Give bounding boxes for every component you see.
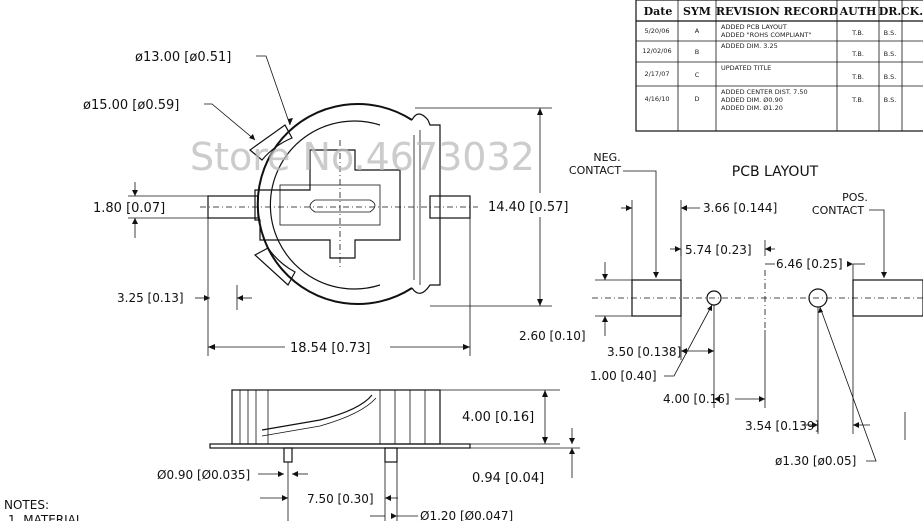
notes-heading: NOTES:	[4, 498, 49, 512]
table-row-d-sym: D	[694, 95, 699, 103]
side-view: 4.00 [0.16] 0.94 [0.04] Ø0.90 [Ø0.035] 7…	[157, 389, 580, 521]
neg-contact-label-1: NEG.	[593, 151, 620, 164]
table-row-d-record-1: ADDED CENTER DIST. 7.50	[721, 88, 808, 96]
table-row-d-record-3: ADDED DIM. Ø1.20	[721, 104, 783, 112]
table-row-c-dr: B.S.	[884, 73, 897, 81]
dim-pcb-5-74: 5.74 [0.23]	[685, 243, 752, 257]
dim-pcb-3-50: 3.50 [0.138]	[607, 345, 681, 359]
table-row-b-date: 12/02/06	[642, 47, 671, 55]
pos-contact-label-1: POS.	[842, 191, 868, 204]
dim-pcb-6-46: 6.46 [0.25]	[776, 257, 843, 271]
table-header-sym: SYM	[683, 5, 711, 18]
dim-3-25: 3.25 [0.13]	[117, 291, 184, 305]
dim-18-54: 18.54 [0.73]	[290, 341, 370, 356]
table-row-d-auth: T.B.	[851, 96, 864, 104]
neg-contact-label-2: CONTACT	[569, 164, 621, 177]
table-row-c-auth: T.B.	[851, 73, 864, 81]
side-pin-left	[283, 447, 293, 463]
table-header-record: REVISION RECORD	[716, 5, 839, 18]
table-row-b-dr: B.S.	[884, 50, 897, 58]
table-row-a-record-2: ADDED "ROHS COMPLIANT"	[721, 31, 811, 39]
pos-contact-label-2: CONTACT	[812, 204, 864, 217]
holder-right-clip	[411, 113, 441, 294]
store-watermark: Store No.4673032	[190, 135, 535, 179]
dim-1-80: 1.80 [0.07]	[93, 201, 165, 216]
table-row-c-sym: C	[695, 71, 700, 79]
holder-outer-outline	[256, 103, 413, 305]
dim-side-4-00: 4.00 [0.16]	[462, 410, 534, 425]
dim-pcb-1-30: ø1.30 [ø0.05]	[775, 454, 856, 468]
bottom-slot	[253, 247, 296, 286]
side-pin-right	[384, 447, 398, 463]
table-row-a-sym: A	[695, 27, 700, 35]
table-header-ck: CK.	[901, 5, 923, 18]
dim-side-1-20: Ø1.20 [Ø0.047]	[420, 509, 513, 521]
center-contact	[254, 149, 401, 259]
pcb-layout-title: PCB LAYOUT	[732, 164, 819, 180]
dim-pcb-2-60: 2.60 [0.10]	[519, 329, 586, 343]
table-row-d-date: 4/16/10	[644, 95, 669, 103]
table-header-auth: AUTH	[839, 5, 877, 18]
table-row-a-dr: B.S.	[884, 29, 897, 37]
top-view: 1.80 [0.07] 14.40 [0.57] 3.25 [0.13] 18.…	[83, 50, 568, 356]
table-row-a-record-1: ADDED PCB LAYOUT	[721, 23, 787, 31]
dim-pcb-1-00: 1.00 [0.40]	[590, 369, 657, 383]
revision-table: Date SYM REVISION RECORD AUTH DR. CK. 5/…	[635, 0, 923, 132]
table-row-b-auth: T.B.	[851, 50, 864, 58]
table-header-date: Date	[644, 5, 673, 18]
table-row-d-dr: B.S.	[884, 96, 897, 104]
top-slot	[249, 124, 293, 161]
dim-side-0-90: Ø0.90 [Ø0.035]	[157, 468, 250, 482]
battery-inner-circle	[269, 120, 381, 290]
table-row-b-record-1: ADDED DIM. 3.25	[721, 42, 778, 50]
table-row-b-sym: B	[695, 48, 699, 56]
dim-dia-15: ø15.00 [ø0.59]	[83, 98, 179, 113]
dim-side-7-50: 7.50 [0.30]	[307, 492, 374, 506]
dim-14-40: 14.40 [0.57]	[488, 200, 568, 215]
table-row-c-date: 2/17/07	[644, 70, 669, 78]
table-header-dr: DR.	[879, 5, 902, 18]
pcb-layout: PCB LAYOUT NEG. CONTACT POS. CONTACT 3.6…	[519, 151, 923, 468]
table-row-a-auth: T.B.	[851, 29, 864, 37]
notes-line-1: 1. MATERIAL	[8, 513, 83, 521]
dim-pcb-3-66: 3.66 [0.144]	[703, 201, 777, 215]
dim-dia-13: ø13.00 [ø0.51]	[135, 50, 231, 65]
side-base-plate	[209, 443, 471, 449]
table-row-d-record-2: ADDED DIM. Ø0.90	[721, 96, 783, 104]
dim-side-0-94: 0.94 [0.04]	[472, 471, 544, 486]
table-row-a-date: 5/20/06	[644, 27, 669, 35]
dim-pcb-4-00: 4.00 [0.16]	[663, 392, 730, 406]
dim-pcb-3-54: 3.54 [0.139]	[745, 419, 819, 433]
table-row-c-record-1: UPDATED TITLE	[721, 64, 771, 72]
